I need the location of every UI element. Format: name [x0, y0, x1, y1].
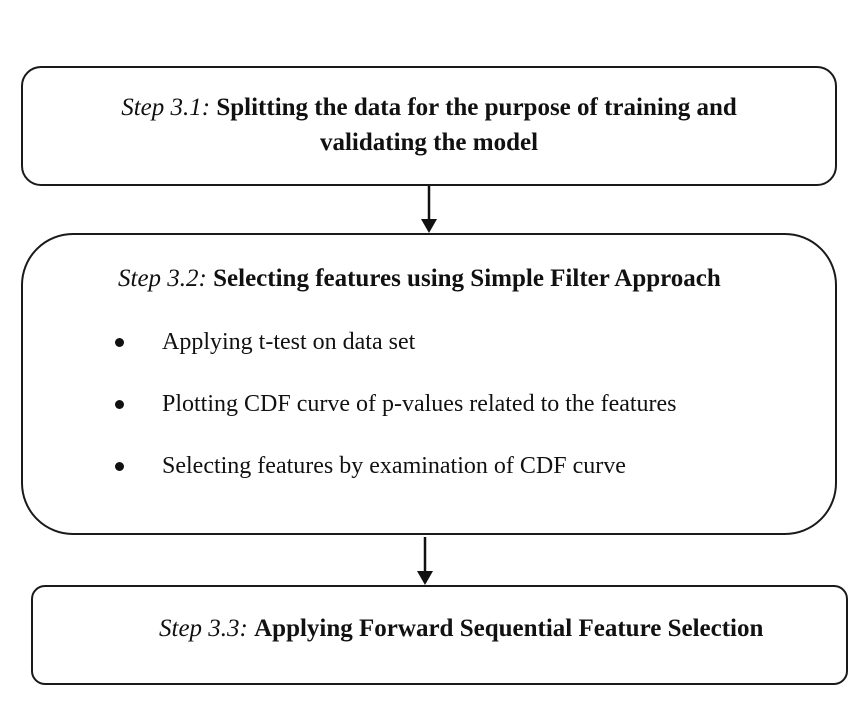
down-arrow-1 [421, 186, 437, 233]
step-3-2-title: Selecting features using Simple Filter A… [213, 265, 721, 292]
step-3-3-heading: Step 3.3: Applying Forward Sequential Fe… [159, 611, 763, 647]
step-3-2-box: Step 3.2: Selecting features using Simpl… [21, 233, 837, 535]
step-3-1-box: Step 3.1: Splitting the data for the pur… [21, 66, 837, 186]
step-3-3-box: Step 3.3: Applying Forward Sequential Fe… [31, 585, 848, 685]
bullet-dot-icon [115, 400, 124, 409]
bullet-dot-icon [115, 338, 124, 347]
step-3-1-heading: Step 3.1: Splitting the data for the pur… [23, 90, 835, 126]
step-3-2-heading: Step 3.2: Selecting features using Simpl… [118, 261, 721, 297]
bullet-text: Selecting features by examination of CDF… [162, 453, 626, 479]
step-3-3-title: Applying Forward Sequential Feature Sele… [254, 615, 764, 642]
step-3-3-label: Step 3.3: [159, 615, 248, 642]
bullet-dot-icon [115, 462, 124, 471]
step-3-1-title-line1: Splitting the data for the purpose of tr… [216, 94, 737, 121]
step-3-1-label: Step 3.1: [121, 94, 211, 121]
step-3-1-title-line2: validating the model [319, 129, 539, 156]
down-arrow-2 [417, 537, 433, 585]
bullet-text: Applying t-test on data set [162, 329, 416, 355]
bullet-text: Plotting CDF curve of p-values related t… [162, 391, 677, 417]
step-3-2-label: Step 3.2: [118, 265, 207, 292]
